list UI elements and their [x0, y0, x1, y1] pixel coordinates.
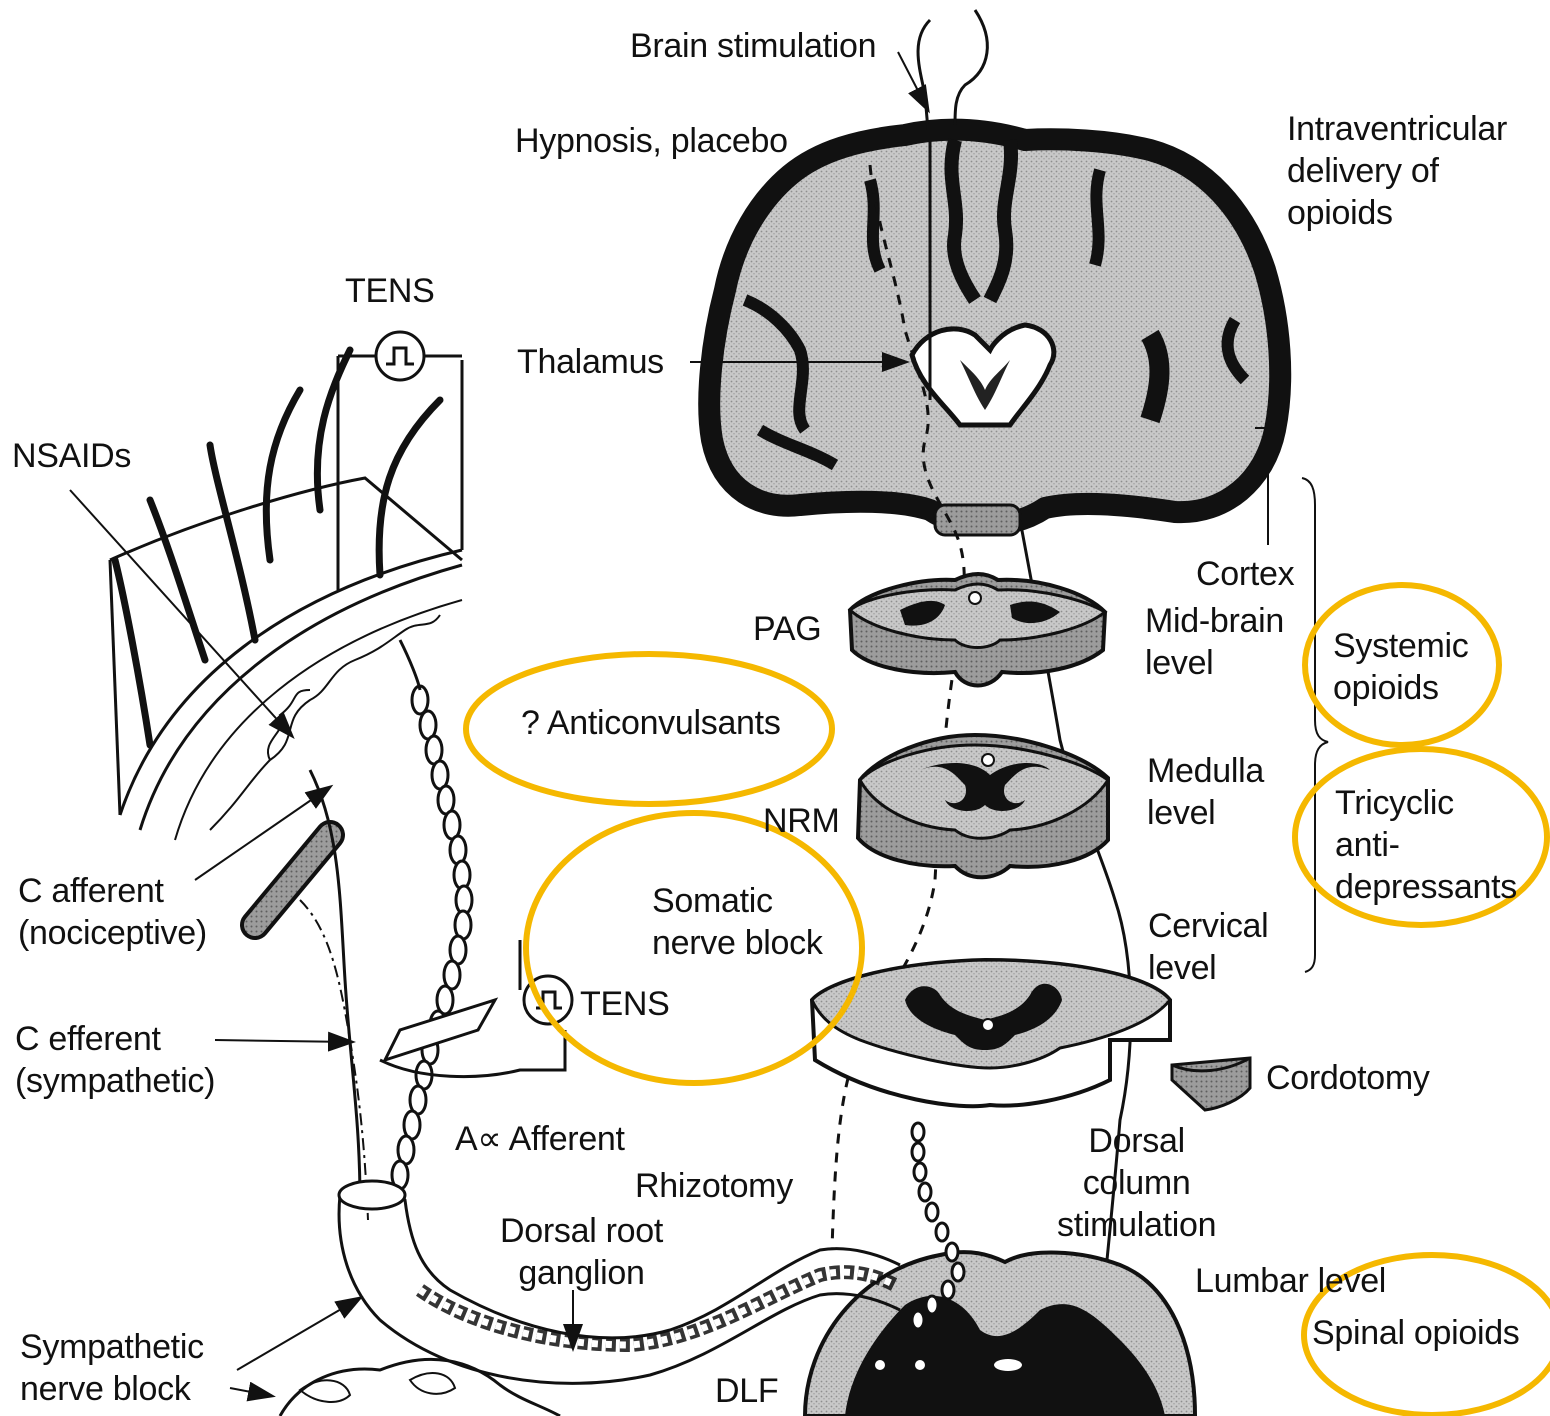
- label-c-afferent: C afferent (nociceptive): [18, 870, 207, 954]
- label-cordotomy: Cordotomy: [1266, 1057, 1430, 1099]
- midbrain-section: [850, 574, 1105, 686]
- label-rhizotomy: Rhizotomy: [635, 1165, 793, 1207]
- label-thalamus: Thalamus: [517, 341, 664, 383]
- label-pag: PAG: [753, 608, 821, 650]
- label-intraventricular-opioids: Intraventricular delivery of opioids: [1287, 108, 1507, 234]
- label-dorsal-column-stimulation: Dorsal column stimulation: [1057, 1120, 1216, 1246]
- label-tens-top: TENS: [345, 270, 434, 312]
- label-somatic-nerve-block: Somatic nerve block: [652, 880, 823, 964]
- brain-coronal-section: [709, 130, 1280, 535]
- blood-vessel: [255, 835, 330, 925]
- label-cervical-level: Cervical level: [1148, 905, 1268, 989]
- label-cortex: Cortex: [1196, 553, 1294, 595]
- label-tens-mid: TENS: [580, 983, 669, 1025]
- label-a-alpha-afferent: A∝ Afferent: [455, 1118, 625, 1160]
- label-dlf: DLF: [715, 1370, 778, 1412]
- label-lumbar-level: Lumbar level: [1195, 1260, 1386, 1302]
- label-systemic-opioids: Systemic opioids: [1333, 625, 1469, 709]
- levels-bracket: [1302, 478, 1328, 972]
- c-efferent-fibre: [300, 900, 368, 1220]
- label-nsaids: NSAIDs: [12, 435, 131, 477]
- label-sympathetic-nerve-block: Sympathetic nerve block: [20, 1326, 204, 1410]
- label-hypnosis-placebo: Hypnosis, placebo: [515, 120, 788, 162]
- medulla-section: [858, 735, 1108, 877]
- label-midbrain-level: Mid-brain level: [1145, 600, 1284, 684]
- cordotomy-wedge: [1172, 1058, 1250, 1110]
- label-brain-stimulation: Brain stimulation: [630, 25, 876, 67]
- label-c-efferent: C efferent (sympathetic): [15, 1018, 215, 1102]
- label-dorsal-root-ganglion: Dorsal root ganglion: [500, 1210, 663, 1294]
- label-spinal-opioids: Spinal opioids: [1312, 1312, 1520, 1354]
- label-tricyclic: Tricyclic anti- depressants: [1335, 782, 1517, 908]
- a-alpha-afferent-fibre: [392, 686, 472, 1189]
- label-nrm: NRM: [763, 800, 840, 842]
- label-anticonvulsants: ? Anticonvulsants: [521, 702, 781, 744]
- cervical-cord-section: [812, 960, 1170, 1106]
- label-medulla-level: Medulla level: [1147, 750, 1264, 834]
- skin-block: [110, 332, 462, 840]
